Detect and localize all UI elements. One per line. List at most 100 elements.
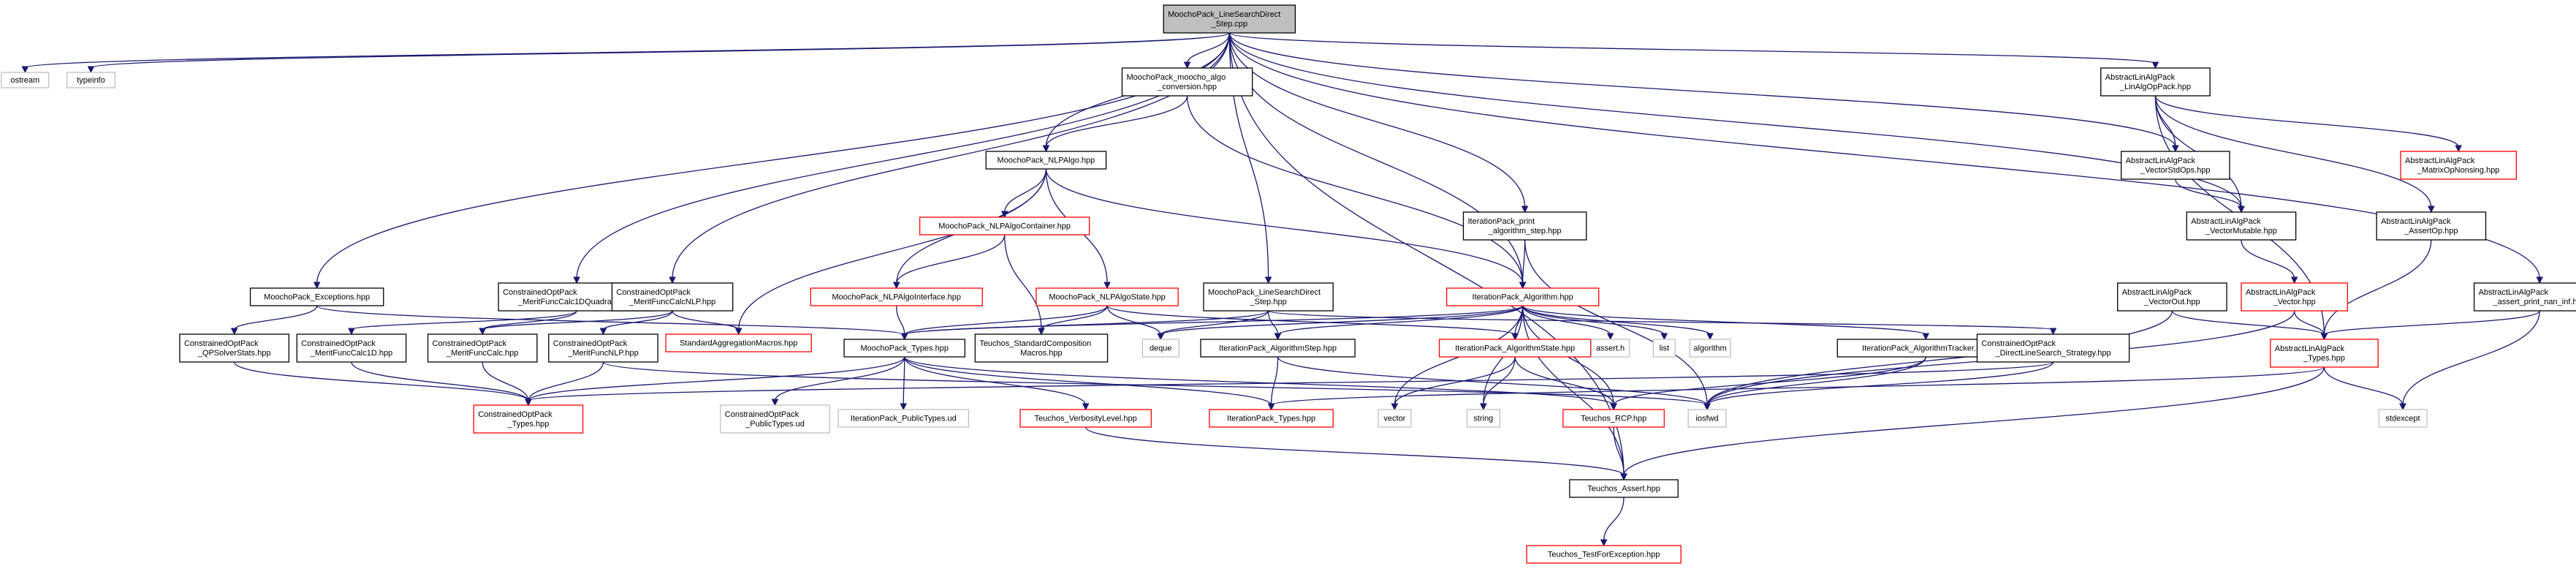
edge-mfnlp-to-mfcalc	[482, 310, 673, 331]
node-algost[interactable]: IterationPack_AlgorithmState.hpp	[1438, 339, 1592, 358]
node-pubud: ConstrainedOptPack_PublicTypes.ud	[720, 404, 830, 434]
node-box-qpstats	[179, 333, 289, 363]
node-linalgop[interactable]: AbstractLinAlgPack_LinAlgOpPack.hpp	[2100, 67, 2211, 97]
edge-root-to-nan	[1228, 32, 2540, 279]
node-box-algoiface	[810, 287, 983, 306]
edge-altypes-to-stdexcept	[2323, 366, 2404, 406]
node-nlpalgo[interactable]: MoochoPack_NLPAlgo.hpp	[985, 151, 1107, 170]
edge-root-to-tassert	[1228, 32, 1625, 476]
edge-lsd-to-deque	[1160, 310, 1269, 336]
node-label-stdcomp-line-0: Teuchos_StandardComposition	[979, 339, 1091, 348]
arrowhead-exc-to-qpstats	[230, 328, 238, 336]
edge-altypes-to-tassert	[1623, 366, 2325, 476]
node-algostep[interactable]: IterationPack_AlgorithmStep.hpp	[1200, 339, 1356, 358]
node-label-vmut-line-1: _VectorMutable.hpp	[2205, 227, 2277, 235]
edge-exc-to-mtypes	[316, 305, 905, 336]
node-root[interactable]: MoochoPack_LineSearchDirect_Step.cpp	[1163, 4, 1296, 34]
edge-algostate-to-deque	[1106, 305, 1161, 336]
arrowhead-altypes-to-stdexcept	[2399, 403, 2406, 411]
node-lsd[interactable]: MoochoPack_LineSearchDirect_Step.hpp	[1203, 282, 1334, 312]
node-conv[interactable]: MoochoPack_moocho_algo_conversion.hpp	[1121, 67, 1253, 97]
node-label-iptypes-line-0: IterationPack_Types.hpp	[1227, 415, 1315, 423]
node-box-list	[1652, 339, 1676, 358]
node-box-nan	[2473, 282, 2576, 312]
node-algoiface[interactable]: MoochoPack_NLPAlgoInterface.hpp	[810, 287, 983, 306]
node-box-ostream	[1, 72, 50, 88]
node-verb[interactable]: Teuchos_VerbosityLevel.hpp	[1019, 409, 1152, 428]
node-label-altypes-line-1: _Types.hpp	[2303, 354, 2345, 363]
node-label-mfnlp2-line-0: ConstrainedOptPack	[553, 339, 628, 348]
node-mnonsing[interactable]: AbstractLinAlgPack_MatrixOpNonsing.hpp	[2400, 151, 2517, 180]
node-label-root-line-0: MoochoPack_LineSearchDirect	[1168, 10, 1280, 19]
node-box-stdcomp	[974, 333, 1109, 363]
node-algorithm: algorithm	[1689, 339, 1731, 358]
node-vout[interactable]: AbstractLinAlgPack_VectorOut.hpp	[2117, 282, 2227, 312]
edge-nlpalgo-to-ipalgo	[1045, 168, 1524, 284]
node-iptypes[interactable]: IterationPack_Types.hpp	[1209, 409, 1334, 428]
edge-ipalgo-to-mtypes	[904, 305, 1524, 336]
node-algostate[interactable]: MoochoPack_NLPAlgoState.hpp	[1036, 287, 1179, 306]
node-label-tracker-line-0: IterationPack_AlgorithmTracker.hpp	[1862, 344, 1989, 353]
node-label-mfnlp-line-0: ConstrainedOptPack	[616, 288, 691, 297]
node-label-mfq-line-0: ConstrainedOptPack	[503, 288, 577, 297]
node-mfnlp2[interactable]: ConstrainedOptPack_MeritFuncNLP.hpp	[548, 333, 658, 363]
node-printstep[interactable]: IterationPack_print_algorithm_step.hpp	[1462, 211, 1587, 241]
node-label-asserth-line-0: assert.h	[1596, 344, 1625, 353]
node-nan[interactable]: AbstractLinAlgPack_assert_print_nan_inf.…	[2473, 282, 2576, 312]
edge-mtypes-to-rcp	[904, 356, 1614, 406]
node-exc[interactable]: MoochoPack_Exceptions.hpp	[249, 287, 384, 306]
node-box-algostate	[1036, 287, 1179, 306]
node-label-exc-line-0: MoochoPack_Exceptions.hpp	[264, 293, 370, 302]
edge-root-to-printstep	[1228, 32, 1526, 208]
arrowhead-ipalgo-to-list	[1660, 333, 1668, 341]
node-mtypes[interactable]: MoochoPack_Types.hpp	[843, 339, 966, 358]
node-box-ippubud	[837, 409, 970, 428]
edge-mfnlp2-to-iosfwd	[602, 361, 1708, 406]
arrowhead-ipalgo-to-algorithm	[1706, 333, 1714, 341]
node-vmut[interactable]: AbstractLinAlgPack_VectorMutable.hpp	[2186, 211, 2297, 241]
arrowhead-linalgop-to-mnonsing	[2455, 145, 2462, 153]
node-label-ipalgo-line-0: IterationPack_Algorithm.hpp	[1473, 293, 1573, 302]
node-box-texc	[1526, 545, 1682, 564]
node-qpstats[interactable]: ConstrainedOptPack_QPSolverStats.hpp	[179, 333, 289, 363]
node-vstdops[interactable]: AbstractLinAlgPack_VectorStdOps.hpp	[2120, 151, 2230, 180]
node-stdagg[interactable]: StandardAggregationMacros.hpp	[665, 333, 812, 352]
node-label-list-line-0: list	[1660, 344, 1669, 353]
edge-root-to-conv	[1186, 32, 1230, 64]
node-rcp[interactable]: Teuchos_RCP.hpp	[1562, 409, 1665, 428]
node-box-linalgop	[2100, 67, 2211, 97]
node-dls[interactable]: ConstrainedOptPack_DirectLineSearch_Stra…	[1976, 333, 2130, 363]
node-label-algost-line-0: IterationPack_AlgorithmState.hpp	[1455, 344, 1575, 353]
arrowhead-linalgop-to-vstdops	[2172, 145, 2179, 153]
node-texc[interactable]: Teuchos_TestForException.hpp	[1526, 545, 1682, 564]
node-label-mf1d-line-1: _MeritFuncCalc1D.hpp	[310, 349, 393, 358]
edge-mtypes-to-cotypes	[528, 356, 905, 401]
node-assertop[interactable]: AbstractLinAlgPack_AssertOp.hpp	[2376, 211, 2487, 241]
node-label-vstdops-line-1: _VectorStdOps.hpp	[2140, 166, 2210, 175]
edge-linalgop-to-mnonsing	[2154, 95, 2459, 148]
node-algocont[interactable]: MoochoPack_NLPAlgoContainer.hpp	[919, 216, 1090, 235]
node-box-stdexcept	[2378, 409, 2428, 428]
node-label-algostate-line-0: MoochoPack_NLPAlgoState.hpp	[1049, 293, 1165, 302]
arrowhead-nan-to-altypes	[2320, 333, 2328, 341]
arrowhead-vmut-to-vec	[2290, 276, 2298, 284]
node-typeinfo: typeinfo	[66, 72, 115, 88]
arrowhead-algocont-to-algoiface	[892, 282, 900, 290]
node-mf1d[interactable]: ConstrainedOptPack_MeritFuncCalc1D.hpp	[296, 333, 407, 363]
node-cotypes[interactable]: ConstrainedOptPack_Types.hpp	[473, 404, 584, 434]
node-mfnlp[interactable]: ConstrainedOptPack_MeritFuncCalcNLP.hpp	[611, 282, 734, 312]
node-mfcalc[interactable]: ConstrainedOptPack_MeritFuncCalc.hpp	[427, 333, 538, 363]
node-altypes[interactable]: AbstractLinAlgPack_Types.hpp	[2270, 339, 2379, 368]
edge-conv-to-ipalgo	[1186, 95, 1524, 284]
edge-ipalgo-to-algostep	[1277, 305, 1524, 336]
node-vec[interactable]: AbstractLinAlgPack_Vector.hpp	[2241, 282, 2348, 312]
node-box-nlpalgo	[985, 151, 1107, 170]
edge-algocont-to-stdcomp	[1004, 234, 1042, 331]
node-box-typeinfo	[66, 72, 115, 88]
node-tassert[interactable]: Teuchos_Assert.hpp	[1569, 479, 1679, 498]
edge-exc-to-qpstats	[233, 305, 318, 331]
node-box-deque	[1141, 339, 1179, 358]
node-ipalgo[interactable]: IterationPack_Algorithm.hpp	[1445, 287, 1600, 306]
edge-mtypes-to-iptypes	[904, 356, 1272, 406]
